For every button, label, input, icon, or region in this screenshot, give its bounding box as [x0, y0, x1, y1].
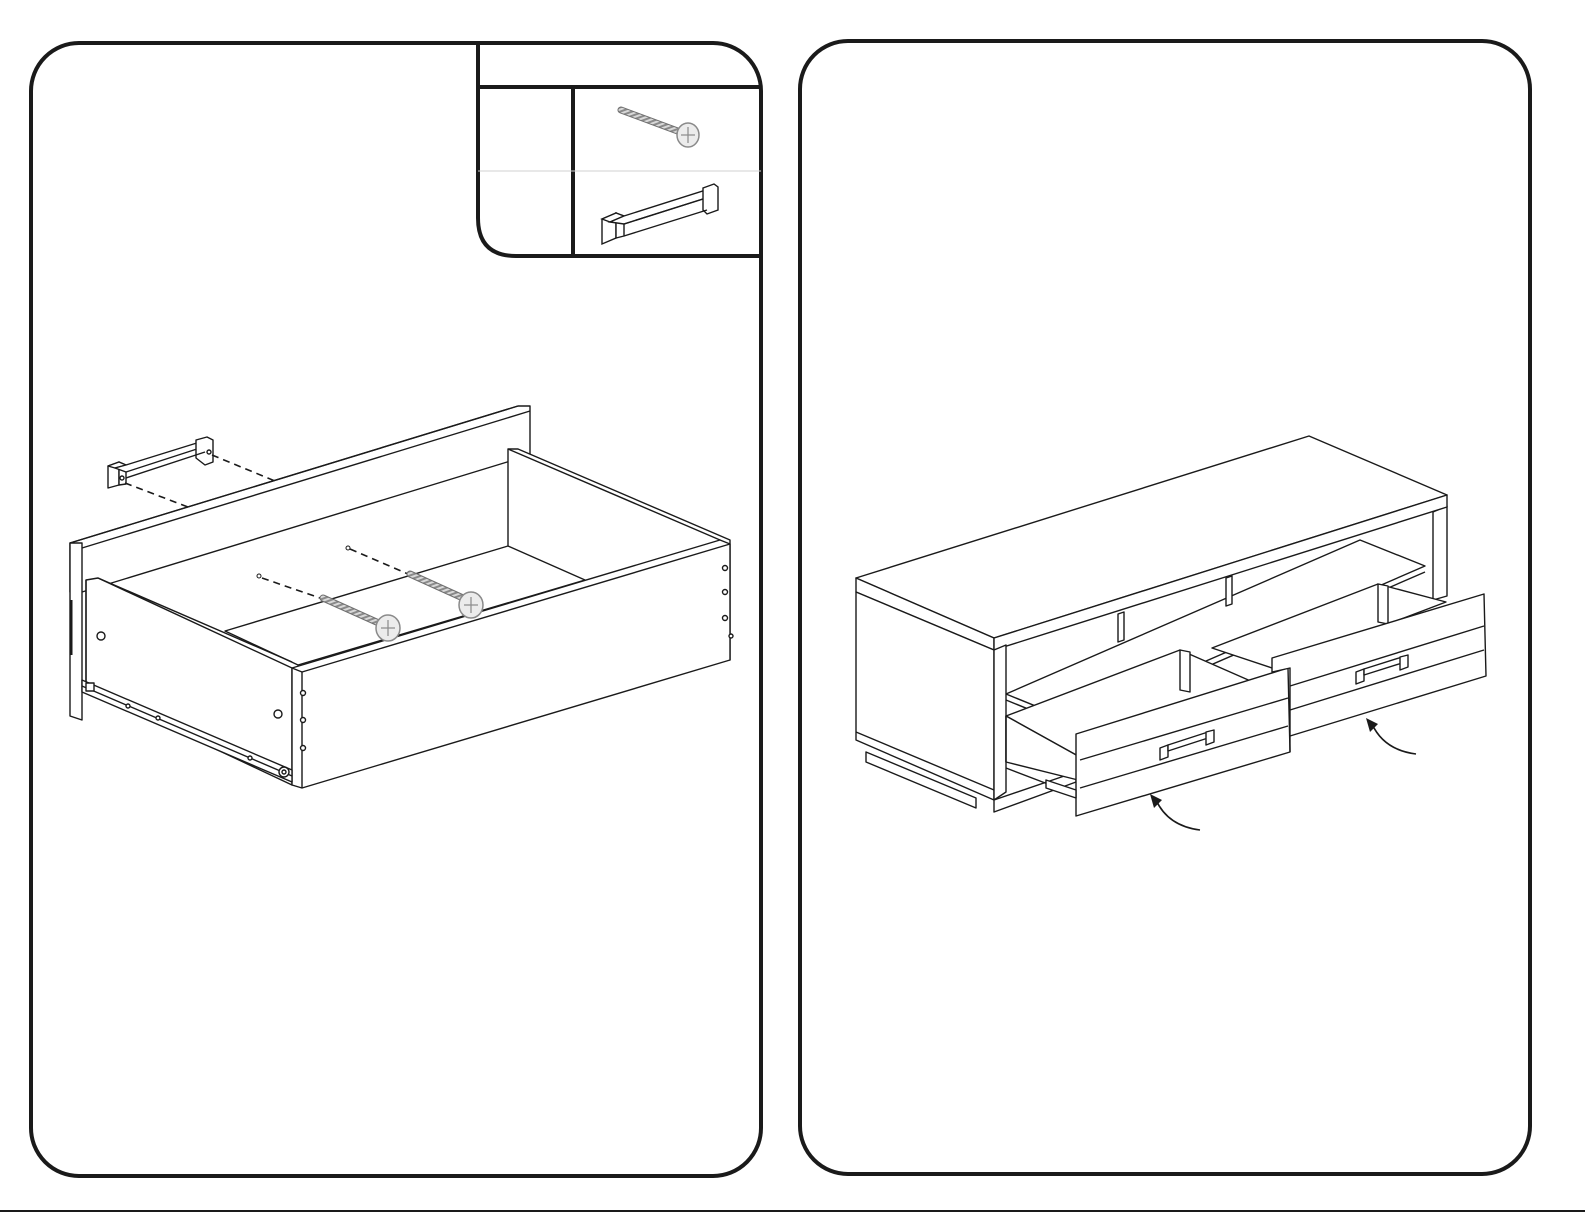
push-arrow-right-icon	[1366, 718, 1416, 754]
tv-stand-illustration	[856, 436, 1486, 816]
left-panel	[31, 43, 761, 1176]
right-panel	[800, 41, 1530, 1174]
hardware-box	[478, 43, 761, 256]
push-arrow-left-icon	[1150, 794, 1200, 830]
handle-icon	[602, 184, 718, 244]
screw-icon	[621, 110, 699, 147]
drawer-front-inner	[86, 578, 292, 785]
drawer-handle-part	[108, 437, 213, 488]
